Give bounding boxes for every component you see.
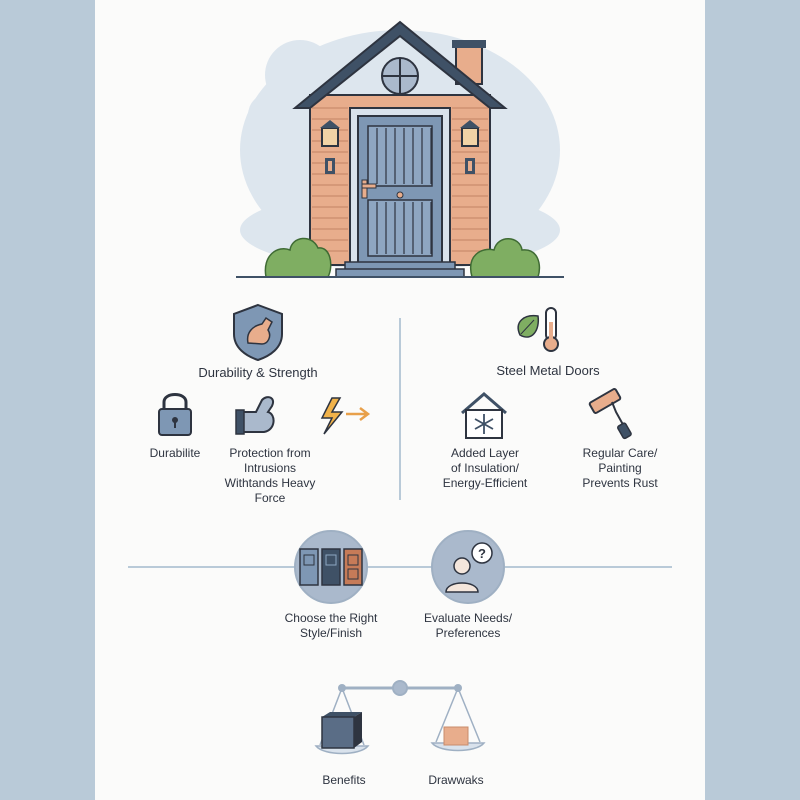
- section-title-durability: Durability & Strength: [198, 365, 318, 380]
- door-styles-icon: [294, 530, 368, 604]
- label-benefits: Benefits: [322, 773, 366, 787]
- house-illustration: [236, 20, 564, 278]
- lightning-arrow-icon: [320, 397, 371, 435]
- light-box-icon: [443, 726, 469, 746]
- round-window: [381, 57, 419, 95]
- label-evaluate-needs: Evaluate Needs/ Preferences: [423, 611, 513, 640]
- shield-arm-icon: [233, 303, 283, 362]
- left-lantern: [320, 120, 340, 174]
- siding-lines: [312, 107, 488, 252]
- label-regular-care: Regular Care/ Painting Prevents Rust: [582, 446, 658, 490]
- leaf-thermometer-icon: [517, 307, 559, 352]
- svg-text:?: ?: [478, 546, 486, 561]
- steps: [335, 261, 465, 278]
- label-choose-style: Choose the Right Style/Finish: [284, 611, 378, 640]
- paint-roller-icon: [588, 388, 632, 440]
- flexed-arm-icon: [235, 396, 275, 435]
- label-drawbacks: Drawwaks: [428, 773, 484, 787]
- left-bush: [264, 237, 332, 278]
- section-title-steel-doors: Steel Metal Doors: [496, 363, 600, 378]
- front-door: [349, 107, 451, 264]
- house-snowflake-icon: [461, 392, 507, 439]
- heavy-box-icon: [321, 712, 362, 749]
- label-durabilite: Durabilite: [149, 446, 201, 460]
- house-roof: [292, 20, 508, 109]
- padlock-icon: [158, 393, 192, 436]
- right-lantern: [460, 120, 480, 174]
- person-question-icon: ?: [431, 530, 505, 604]
- label-insulation: Added Layer of Insulation/ Energy-Effici…: [442, 446, 528, 490]
- label-protection-intrusions: Protection from Intrusions Withtands Hea…: [224, 446, 316, 505]
- right-bush: [469, 238, 541, 278]
